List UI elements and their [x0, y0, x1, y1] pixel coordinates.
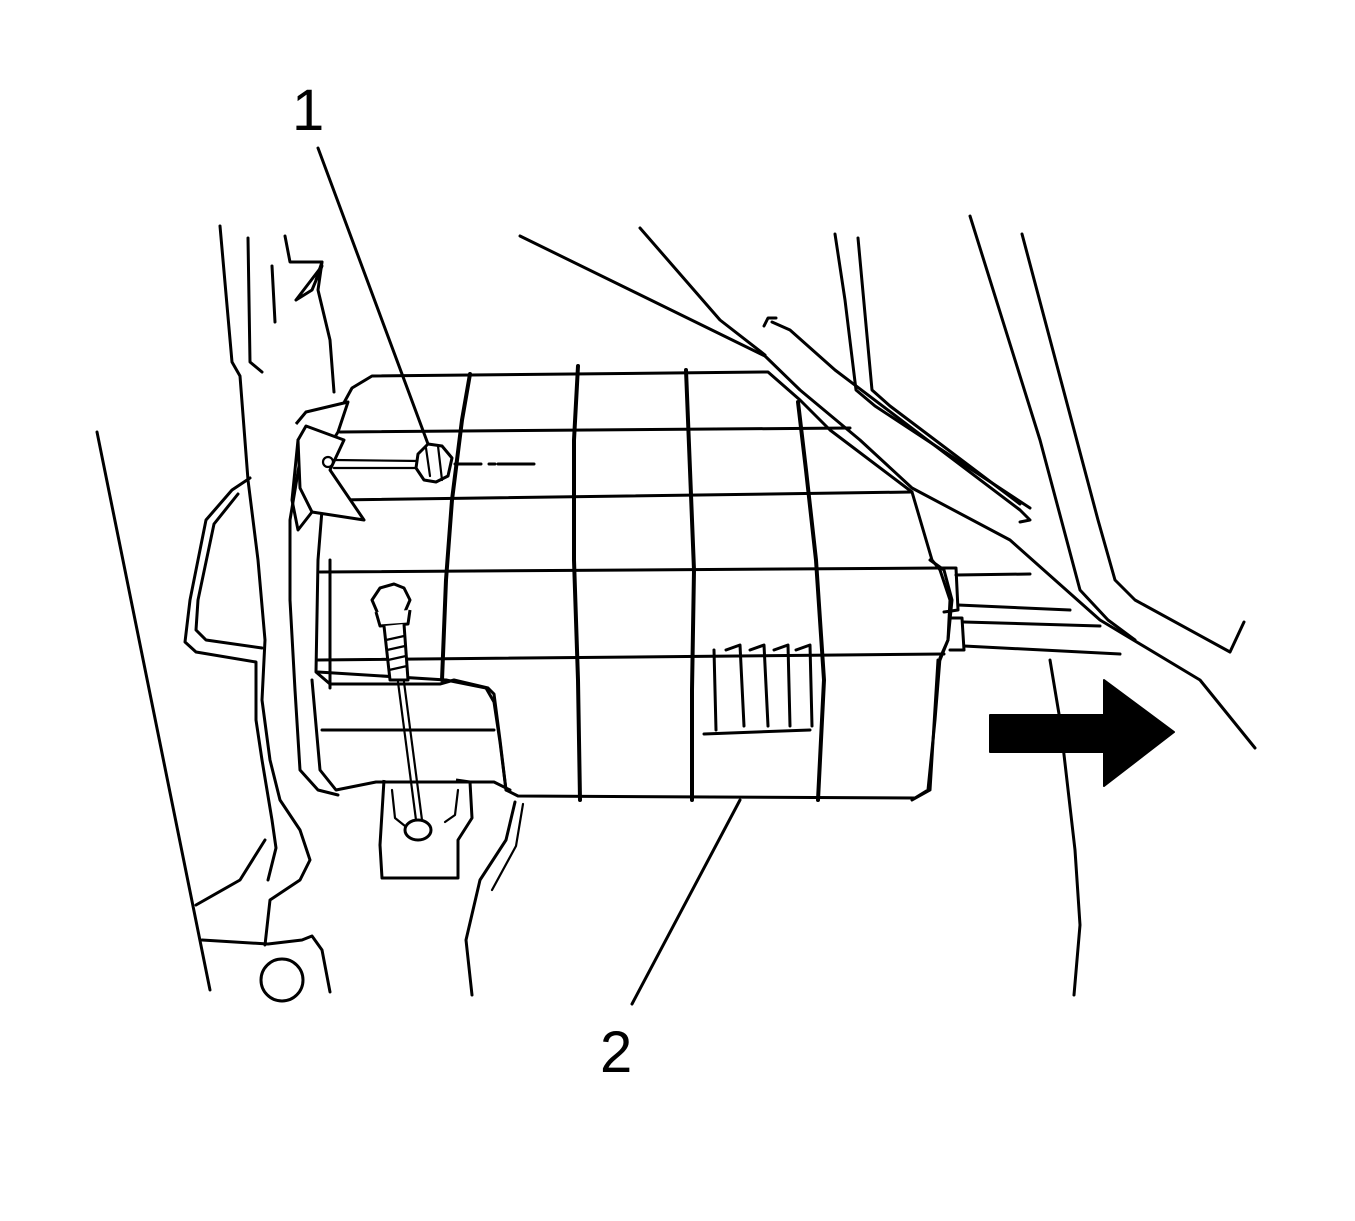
- callout-2-leader: [630, 798, 742, 1006]
- callout-1-label: 1: [292, 78, 324, 143]
- evap-canister: [310, 364, 954, 802]
- mounting-nut: [332, 442, 536, 484]
- canister-outlet-pipes: [938, 566, 1122, 656]
- callout-2-label: 2: [600, 1020, 632, 1085]
- mounting-bolt: [370, 582, 424, 822]
- arrow-right-icon: [989, 679, 1175, 787]
- vent-hose-edge: [490, 802, 525, 892]
- canister-vent-louvres: [702, 643, 814, 736]
- vehicle-body-right-structure: [518, 214, 1257, 997]
- callout-1-leader: [316, 146, 430, 446]
- upper-mounting-bracket: [290, 400, 366, 532]
- lower-mounting-bracket: [378, 778, 474, 880]
- vehicle-body-left-structure: [95, 224, 340, 1003]
- vent-hose: [464, 800, 517, 997]
